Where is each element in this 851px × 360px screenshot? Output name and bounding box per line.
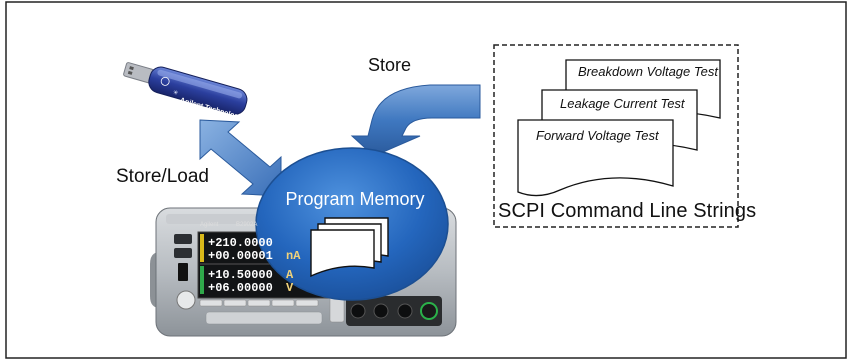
page-breakdown-voltage-test: Breakdown Voltage Test xyxy=(578,64,718,79)
memory-pages-icon xyxy=(310,217,389,278)
scpi-caption: SCPI Command Line Strings xyxy=(498,200,757,222)
store-label: Store xyxy=(368,55,412,75)
reading-4-unit: V xyxy=(286,281,294,295)
usb-drive xyxy=(123,62,248,115)
page-leakage-current-test: Leakage Current Test xyxy=(560,96,685,111)
reading-1-value: +210.0000 xyxy=(208,236,273,250)
reading-2-value: +00.00001 xyxy=(208,249,273,263)
reading-2-unit: nA xyxy=(286,249,301,263)
scpi-pages xyxy=(517,59,721,197)
store-load-label: Store/Load xyxy=(116,166,209,187)
page-forward-voltage-test: Forward Voltage Test xyxy=(536,128,659,143)
reading-3-value: +10.50000 xyxy=(208,268,273,282)
program-memory-label: Program Memory xyxy=(285,189,425,209)
instrument-brand: Agilent xyxy=(200,222,219,228)
reading-4-value: +06.00000 xyxy=(208,281,273,295)
instrument-model: B2902A xyxy=(236,222,258,228)
reading-3-unit: A xyxy=(286,268,294,282)
